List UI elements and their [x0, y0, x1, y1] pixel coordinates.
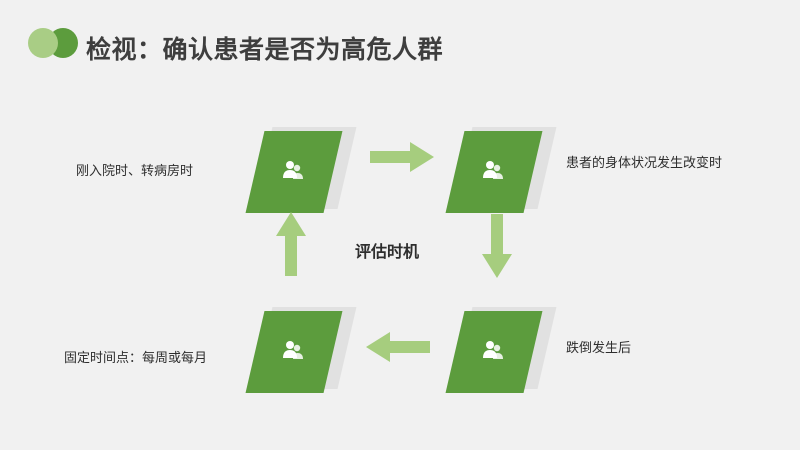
step-card-4 — [245, 307, 357, 393]
users-icon — [283, 341, 303, 359]
step-card-2 — [445, 127, 557, 213]
users-icon — [483, 161, 503, 179]
step-label-3: 跌倒发生后 — [566, 341, 632, 356]
arrow-left-icon — [366, 332, 430, 362]
step-label-2: 患者的身体状况发生改变时 — [566, 156, 723, 171]
step-card-3 — [445, 307, 557, 393]
arrow-right-icon — [370, 142, 434, 172]
users-icon — [483, 341, 503, 359]
step-card-1 — [245, 127, 357, 213]
arrow-up-icon — [276, 212, 306, 276]
logo-dot-light — [28, 28, 58, 58]
arrow-down-icon — [482, 214, 512, 278]
center-label: 评估时机 — [355, 242, 420, 261]
step-label-1: 刚入院时、转病房时 — [76, 164, 194, 179]
step-label-4: 固定时间点：每周或每月 — [64, 351, 208, 366]
slide-title: 检视：确认患者是否为高危人群 — [86, 35, 444, 64]
users-icon — [283, 161, 303, 179]
